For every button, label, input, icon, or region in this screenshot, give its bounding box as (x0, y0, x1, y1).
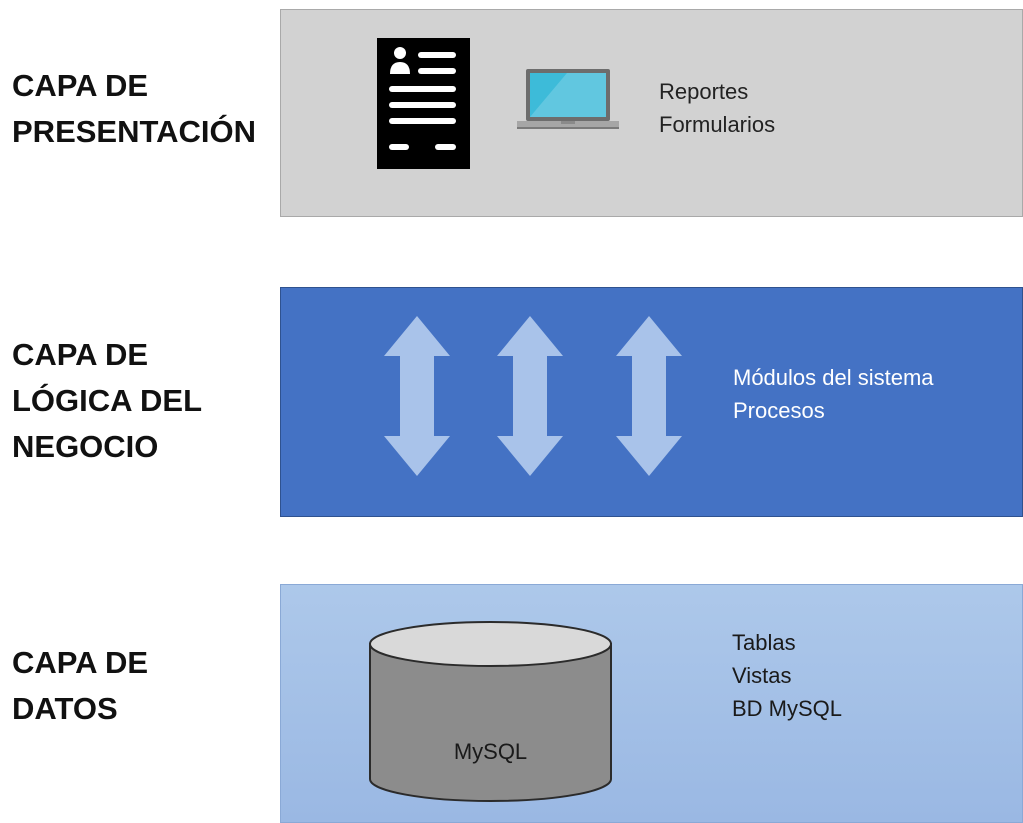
presentation-items: Reportes Formularios (659, 75, 775, 141)
logic-item-2: Procesos (733, 398, 825, 423)
presentation-layer-label: CAPA DE PRESENTACIÓN (12, 63, 256, 155)
database-cylinder-icon: MySQL (369, 621, 612, 802)
data-layer-label: CAPA DE DATOS (12, 640, 148, 732)
data-layer-band: MySQL Tablas Vistas BD MySQL (280, 584, 1023, 823)
presentation-item-1: Reportes (659, 79, 749, 104)
database-label: MySQL (453, 739, 528, 764)
data-item-1: Tablas (732, 630, 796, 655)
logic-items: Módulos del sistema Procesos (733, 361, 934, 427)
double-arrow-icon (497, 316, 563, 481)
presentation-layer-band: Reportes Formularios (280, 9, 1023, 217)
data-label-line-1: CAPA DE (12, 645, 149, 680)
laptop-icon (517, 68, 619, 139)
data-items: Tablas Vistas BD MySQL (732, 626, 842, 725)
presentation-label-line-1: CAPA DE (12, 68, 149, 103)
data-label-line-2: DATOS (12, 691, 118, 726)
presentation-item-2: Formularios (659, 112, 776, 137)
logic-label-line-2: LÓGICA DEL (12, 383, 203, 418)
form-document-icon (377, 38, 470, 174)
logic-label-line-1: CAPA DE (12, 337, 149, 372)
data-item-2: Vistas (732, 663, 792, 688)
presentation-label-line-2: PRESENTACIÓN (12, 114, 257, 149)
logic-layer-band: Módulos del sistema Procesos (280, 287, 1023, 517)
logic-label-line-3: NEGOCIO (12, 429, 159, 464)
logic-layer-label: CAPA DE LÓGICA DEL NEGOCIO (12, 332, 202, 470)
data-item-3: BD MySQL (732, 696, 843, 721)
double-arrow-icon (616, 316, 682, 481)
double-arrow-icon (384, 316, 450, 481)
logic-item-1: Módulos del sistema (733, 365, 934, 390)
